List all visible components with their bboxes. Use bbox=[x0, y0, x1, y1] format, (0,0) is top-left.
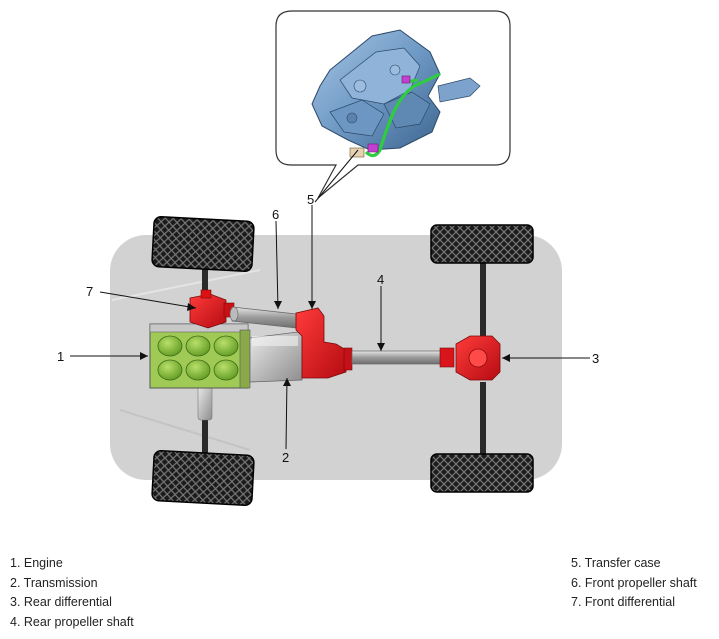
leader-arrowheads bbox=[140, 301, 510, 386]
callout-4: 4 bbox=[377, 272, 384, 287]
rear-propeller-shaft bbox=[351, 347, 455, 368]
tire-front-right bbox=[151, 450, 255, 506]
legend-item-front-differential: 7. Front differential bbox=[571, 595, 675, 609]
transfer-case-detail-inset bbox=[275, 10, 511, 199]
callout-7: 7 bbox=[86, 284, 93, 299]
tire-front-left bbox=[151, 216, 255, 272]
legend-item-rear-propeller-shaft: 4. Rear propeller shaft bbox=[10, 614, 134, 629]
front-differential bbox=[189, 289, 235, 329]
callout-3: 3 bbox=[592, 351, 599, 366]
legend-item-transmission: 2. Transmission bbox=[10, 575, 98, 590]
front-axle bbox=[197, 262, 213, 456]
connector-lower bbox=[367, 143, 379, 153]
tire-rear-right bbox=[430, 453, 534, 493]
rear-axle bbox=[480, 262, 486, 458]
callout-5: 5 bbox=[307, 192, 314, 207]
tires bbox=[151, 216, 534, 506]
drivetrain-diagram: 1 2 3 4 5 6 7 bbox=[57, 10, 599, 506]
callout-labels: 1 2 3 4 5 6 7 bbox=[57, 192, 599, 465]
legend-right: 5. Transfer case 6. Front propeller shaf… bbox=[571, 554, 697, 613]
legend-item-rear-differential: 3. Rear differential bbox=[10, 595, 112, 609]
transmission bbox=[249, 331, 303, 383]
rear-differential bbox=[455, 335, 501, 381]
callout-1: 1 bbox=[57, 349, 64, 364]
legend-item-transfer-case: 5. Transfer case bbox=[571, 556, 661, 570]
wire-harness bbox=[364, 72, 441, 158]
callout-6: 6 bbox=[272, 207, 279, 222]
legend-left: 1. Engine 2. Transmission 3. Rear differ… bbox=[10, 554, 134, 632]
connector-upper bbox=[401, 75, 411, 84]
legend-item-engine: 1. Engine bbox=[10, 556, 63, 570]
tire-rear-left bbox=[430, 224, 534, 264]
legend-item-front-propeller-shaft: 6. Front propeller shaft bbox=[571, 575, 697, 590]
transfer-case-render bbox=[311, 29, 481, 151]
callout-2: 2 bbox=[282, 450, 289, 465]
engine bbox=[149, 323, 251, 389]
leader-lines bbox=[70, 149, 590, 450]
